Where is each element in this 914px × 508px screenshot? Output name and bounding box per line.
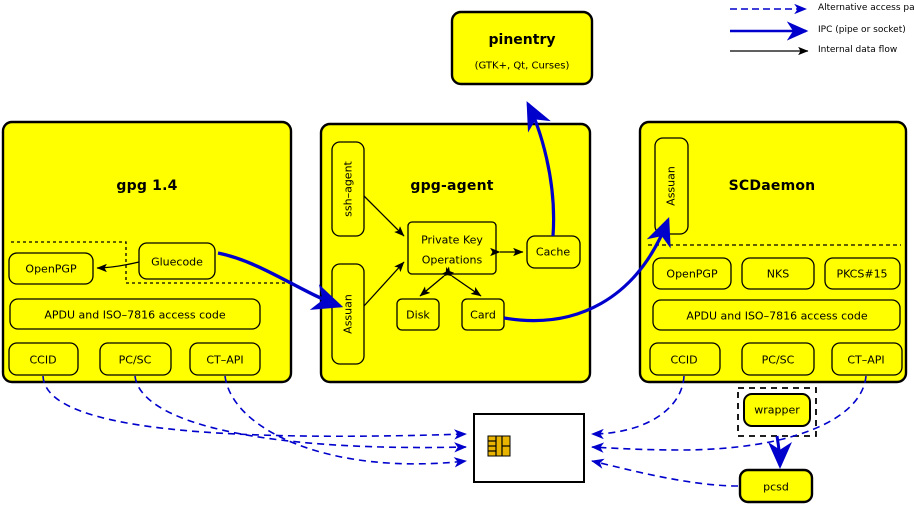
- smartcard-chip-icon: [487, 435, 511, 457]
- pcsd-label: pcsd: [763, 480, 789, 494]
- alt-gpg-ctapi-to-card: [224, 375, 467, 468]
- ipc-wrapper-to-pcsd: [767, 435, 792, 469]
- scdaemon-apdu-box: [652, 299, 901, 331]
- scdaemon-app-openpgp-label: OpenPGP: [666, 267, 718, 281]
- legend-label-flow: Internal data flow: [818, 45, 898, 55]
- legend-label-ipc: IPC (pipe or socket): [818, 25, 906, 35]
- scdaemon-app-nks: [741, 257, 815, 290]
- arrow-gluecode-openpgp: [96, 261, 140, 273]
- gpg-reader-ccid-label: CCID: [29, 353, 57, 367]
- scdaemon-app-pkcs15: [824, 257, 901, 290]
- agent-ssh-agent-box: [331, 141, 365, 237]
- agent-cache-label: Cache: [535, 245, 571, 259]
- gpg-reader-ctapi-label: CT–API: [206, 353, 244, 367]
- scdaemon-app-openpgp: [652, 257, 732, 290]
- scdaemon-apdu-label: APDU and ISO–7816 access code: [686, 309, 868, 323]
- arrow-pk-card: [441, 266, 482, 297]
- arrow-assuan-to-pk: [363, 261, 405, 307]
- pcsd-box: [738, 468, 814, 504]
- scdaemon-app-pkcs15-label: PKCS#15: [836, 267, 888, 281]
- ipc-gpg-to-agent: [217, 251, 344, 310]
- scdaemon-reader-ccid: [649, 342, 721, 376]
- scdaemon-reader-pcsc: [741, 342, 815, 376]
- gpg-gluecode-box: [138, 242, 216, 280]
- ipc-cache-to-pinentry: [526, 101, 556, 237]
- legend-group: [730, 3, 809, 56]
- ipc-card-to-scdaemon: [503, 217, 671, 323]
- scdaemon-reader-ctapi: [831, 342, 903, 376]
- agent-title: gpg-agent: [410, 178, 494, 194]
- scdaemon-assuan-box: [654, 137, 689, 235]
- wrapper-label: wrapper: [754, 403, 800, 417]
- agent-card-label: Card: [470, 308, 496, 322]
- gpg-gluecode-label: Gluecode: [151, 255, 203, 269]
- scdaemon-title: SCDaemon: [728, 178, 816, 194]
- alt-scd-ccid-to-card: [591, 375, 685, 440]
- alt-pcsd-to-card: [591, 458, 739, 487]
- gpg-reader-ctapi: [189, 342, 261, 376]
- agent-card-box: [461, 298, 505, 331]
- scdaemon-reader-ctapi-label: CT–API: [847, 353, 885, 367]
- agent-private-key-line1: Private Key: [421, 233, 483, 247]
- gpg-openpgp-box: [8, 252, 94, 285]
- arrow-pk-disk: [419, 266, 455, 297]
- alt-gpg-ccid-to-card: [42, 375, 467, 440]
- alt-scd-ctapi-to-card: [591, 375, 867, 453]
- agent-disk-label: Disk: [406, 308, 430, 322]
- gpg-reader-pcsc-label: PC/SC: [118, 353, 152, 367]
- agent-assuan-label: Assuan: [341, 294, 355, 334]
- agent-disk-box: [396, 298, 440, 331]
- gpg-reader-pcsc: [99, 342, 172, 376]
- arrow-ssh-to-pk: [363, 195, 405, 237]
- gpg-apdu-box: [9, 298, 261, 330]
- agent-private-key-line2: Operations: [421, 253, 483, 267]
- alt-gpg-pcsc-to-card: [134, 375, 467, 453]
- scdaemon-app-nks-label: NKS: [766, 267, 790, 281]
- gpg-apdu-label: APDU and ISO–7816 access code: [44, 308, 226, 322]
- wrapper-box: [743, 393, 811, 427]
- scdaemon-reader-pcsc-label: PC/SC: [761, 353, 795, 367]
- gpg-openpgp-label: OpenPGP: [25, 262, 77, 276]
- pinentry-subtitle: (GTK+, Qt, Curses): [474, 60, 570, 72]
- agent-ssh-agent-label: ssh–agent: [341, 161, 355, 217]
- legend-label-alt: Alternative access paths: [818, 3, 914, 13]
- gpg-reader-ccid: [8, 342, 79, 376]
- scdaemon-reader-ccid-label: CCID: [670, 353, 698, 367]
- gpg-title: gpg 1.4: [116, 178, 178, 194]
- scdaemon-assuan-label: Assuan: [664, 166, 678, 206]
- pinentry-title: pinentry: [488, 32, 556, 48]
- pinentry-box: [450, 10, 594, 86]
